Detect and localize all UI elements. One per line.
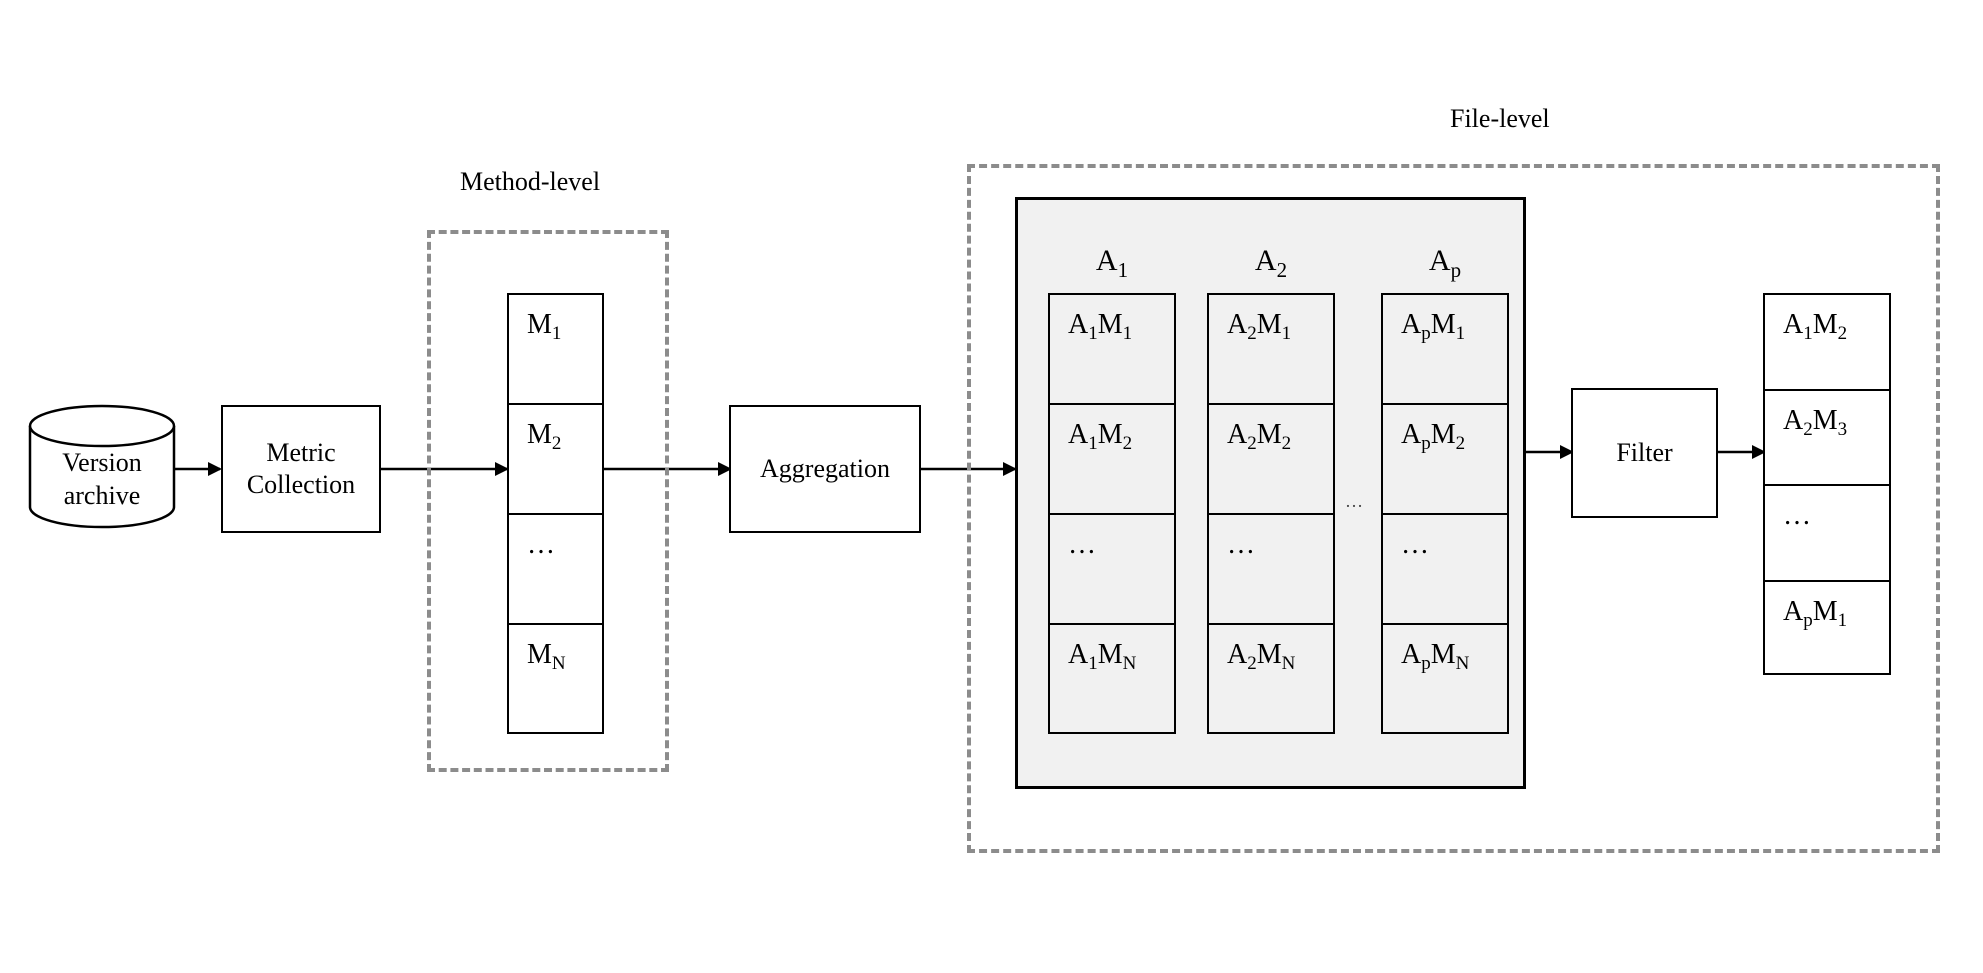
aggregated-metric-cell: A1MN xyxy=(1068,639,1137,674)
aggregation-box: Aggregation xyxy=(729,405,921,533)
filtered-metric-cell: A2M3 xyxy=(1765,391,1889,486)
aggregation-label: Aggregation xyxy=(760,454,890,483)
version-archive-cylinder xyxy=(28,404,176,529)
aggregated-metric-cell: A2M1 xyxy=(1209,295,1333,405)
filtered-metric-cell: ApM1 xyxy=(1783,595,1848,631)
filtered-metric-cell: … xyxy=(1765,486,1889,582)
version-archive-line2: archive xyxy=(63,481,141,510)
method-level-title: Method-level xyxy=(460,167,601,196)
filter-box: Filter xyxy=(1571,388,1718,518)
aggregated-metric-cell: … xyxy=(1383,515,1507,625)
metric-collection-box: Metric Collection xyxy=(221,405,381,533)
filtered-metric-cell: A1M2 xyxy=(1765,295,1889,391)
file-level-group xyxy=(967,164,1940,853)
aggregated-metric-cell: A1M1 xyxy=(1050,295,1174,405)
aggregated-metric-cell: … xyxy=(1050,515,1174,625)
metric-collection-line1: Metric xyxy=(266,438,336,467)
filter-label: Filter xyxy=(1616,438,1673,467)
aggregated-metric-cell: ApM2 xyxy=(1383,405,1507,515)
aggregated-metric-cell: A2M2 xyxy=(1209,405,1333,515)
method-metric-cell: MN xyxy=(527,639,566,674)
metric-collection-line2: Collection xyxy=(246,470,356,499)
column-header-a2: A2 xyxy=(1254,244,1288,282)
aggregated-metric-cell: A1M2 xyxy=(1050,405,1174,515)
between-columns-ellipsis: … xyxy=(1345,491,1363,511)
method-level-group xyxy=(427,230,669,772)
method-metric-cell: M1 xyxy=(509,295,602,405)
column-header-ap: Ap xyxy=(1428,244,1462,282)
aggregated-metric-cell: A2MN xyxy=(1227,639,1296,674)
aggregated-metric-cell: … xyxy=(1209,515,1333,625)
column-header-a1: A1 xyxy=(1095,244,1129,282)
aggregated-metric-cell: ApMN xyxy=(1401,639,1470,674)
aggregated-metric-cell: ApM1 xyxy=(1383,295,1507,405)
file-level-title: File-level xyxy=(1450,104,1550,133)
version-archive-line1: Version xyxy=(62,448,142,477)
method-metric-cell: … xyxy=(509,515,602,625)
method-metric-cell: M2 xyxy=(509,405,602,515)
version-archive-label: Version archive xyxy=(30,446,174,512)
